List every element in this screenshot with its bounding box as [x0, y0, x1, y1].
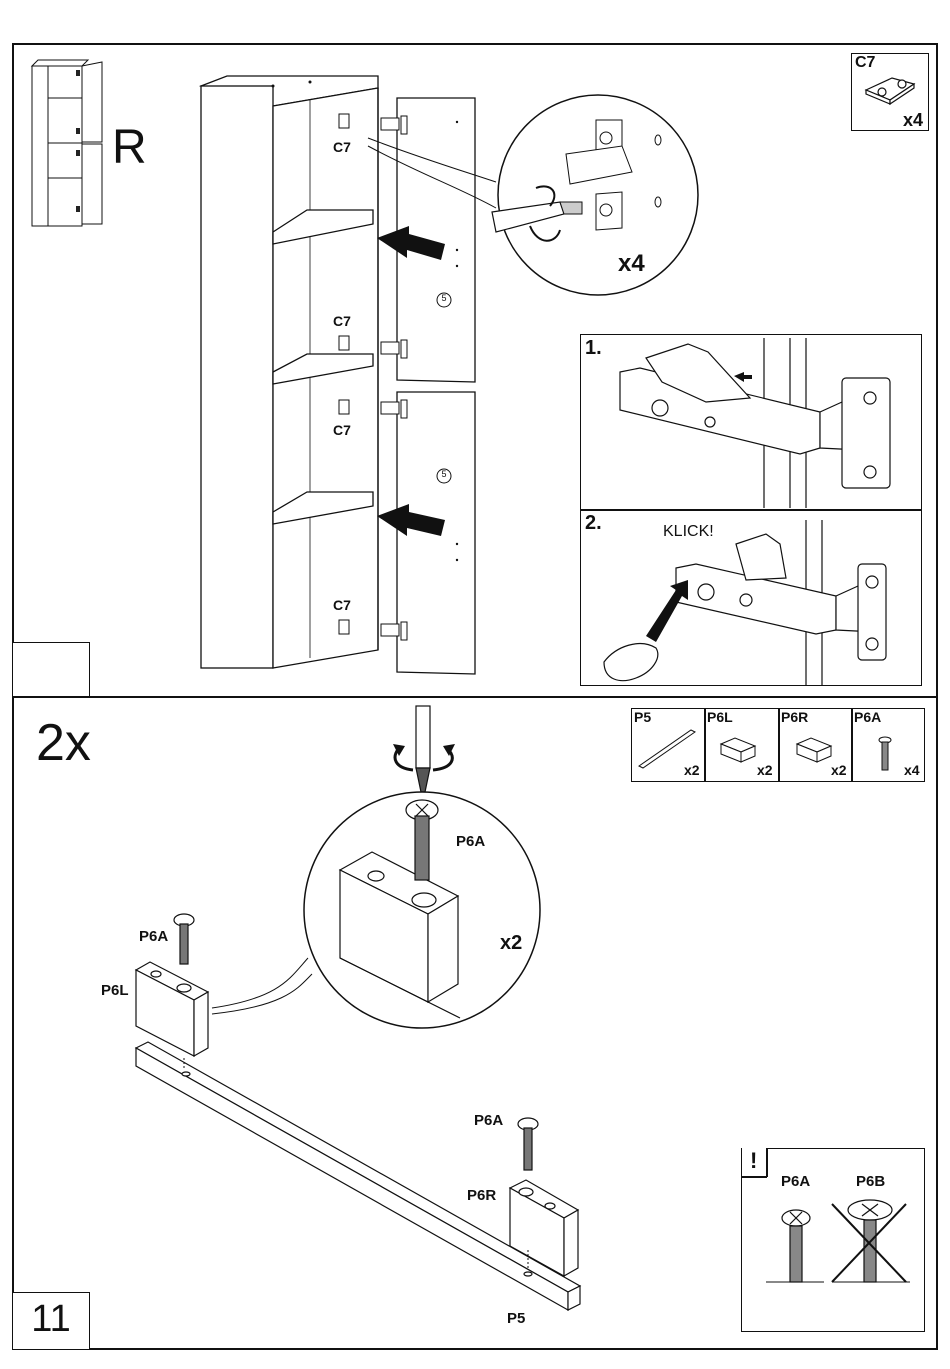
step-1-number: 1. [585, 337, 602, 360]
door-number-2: 5 [440, 469, 448, 479]
c7-label-2: C7 [333, 313, 351, 329]
screw-comparison [760, 1196, 920, 1296]
side-letter: R [112, 120, 147, 175]
warning-correct-label: P6A [781, 1173, 810, 1190]
multiplier-label: 2x [36, 713, 91, 773]
c7-label-4: C7 [333, 597, 351, 613]
label-p6r: P6R [467, 1187, 496, 1204]
rail-assembly [128, 908, 598, 1318]
page-number: 11 [14, 1298, 88, 1341]
blank-marker-box [12, 642, 90, 698]
warning-mark: ! [750, 1148, 757, 1174]
hinge-zoom-circle [360, 98, 700, 303]
c7-label-3: C7 [333, 422, 351, 438]
cabinet-thumbnail [28, 58, 108, 228]
label-p6a-left: P6A [139, 928, 168, 945]
hinge-part-qty: x4 [903, 110, 923, 131]
hinge-plate-icon [862, 70, 920, 110]
label-p6a-right: P6A [474, 1112, 503, 1129]
label-p6l: P6L [101, 982, 129, 999]
label-p5: P5 [507, 1310, 525, 1327]
warning-wrong-label: P6B [856, 1173, 885, 1190]
c7-label-1: C7 [333, 139, 351, 155]
warning-tab-side [766, 1148, 768, 1177]
zoom-quantity: x4 [618, 250, 645, 278]
step-1-hinge [610, 338, 910, 508]
zoom-p6a-label: P6A [456, 833, 485, 850]
part-icons [631, 708, 925, 782]
warning-tab-line [741, 1176, 767, 1178]
step-2-hinge [596, 520, 916, 686]
